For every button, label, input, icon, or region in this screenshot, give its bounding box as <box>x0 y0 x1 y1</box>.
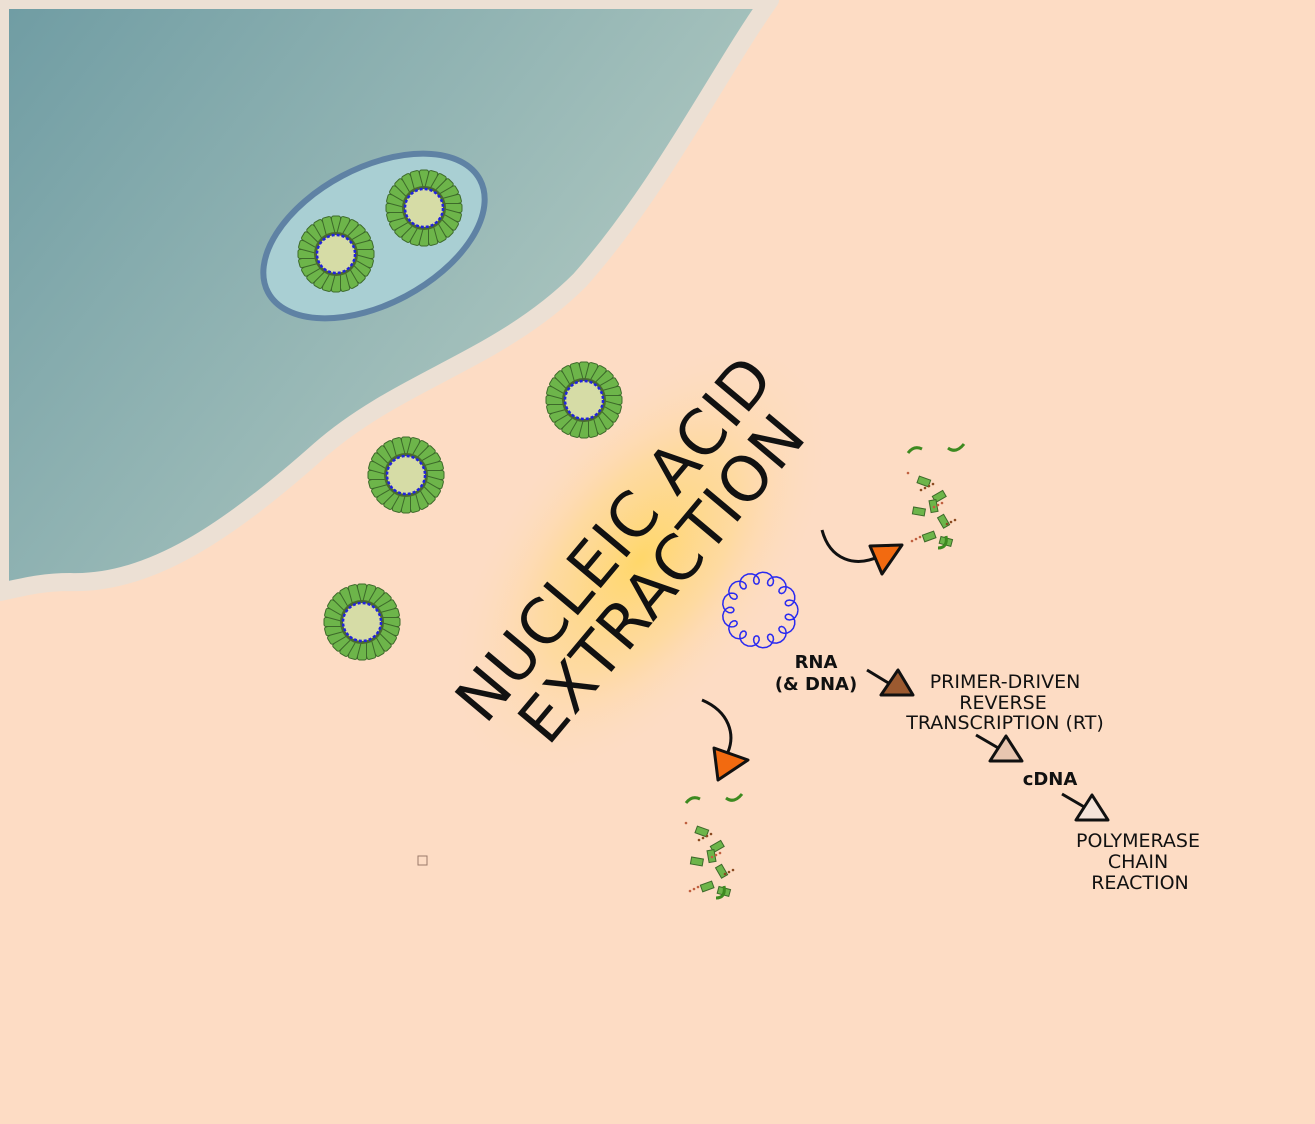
rt-label-3: TRANSCRIPTION (RT) <box>905 712 1104 734</box>
virus-group <box>297 169 623 661</box>
pcr-label-3: REACTION <box>1091 872 1189 894</box>
pcr-label-1: POLYMERASE <box>1076 830 1200 852</box>
virus-debris <box>684 793 744 900</box>
glow <box>445 337 835 783</box>
virus-icon <box>323 583 401 661</box>
virus-icon <box>297 215 375 293</box>
rna-label-2: (& DNA) <box>775 674 857 695</box>
arrowhead-icon <box>868 543 904 576</box>
pipeline: RNA (& DNA) PRIMER-DRIVEN REVERSE TRANSC… <box>775 652 1200 894</box>
virus-icon <box>385 169 463 247</box>
arrowhead-icon <box>712 746 750 782</box>
virus-debris <box>906 443 966 550</box>
virus-icon <box>545 361 623 439</box>
rt-label-2: REVERSE <box>959 692 1046 714</box>
pcr-triangle-icon <box>1074 793 1110 822</box>
rt-triangle-icon <box>988 734 1024 763</box>
lysis-arrow-2 <box>701 698 750 782</box>
rna-triangle-icon <box>879 668 915 697</box>
lysis-arrow-1 <box>820 529 904 576</box>
rna-label: RNA <box>795 652 838 673</box>
virus-icon <box>367 436 445 514</box>
pcr-label-2: CHAIN <box>1108 851 1168 873</box>
rt-label-1: PRIMER-DRIVEN <box>930 671 1081 693</box>
small-square-marker <box>417 855 428 866</box>
cdna-label: cDNA <box>1023 769 1078 790</box>
rna-coil-icon <box>722 571 799 649</box>
